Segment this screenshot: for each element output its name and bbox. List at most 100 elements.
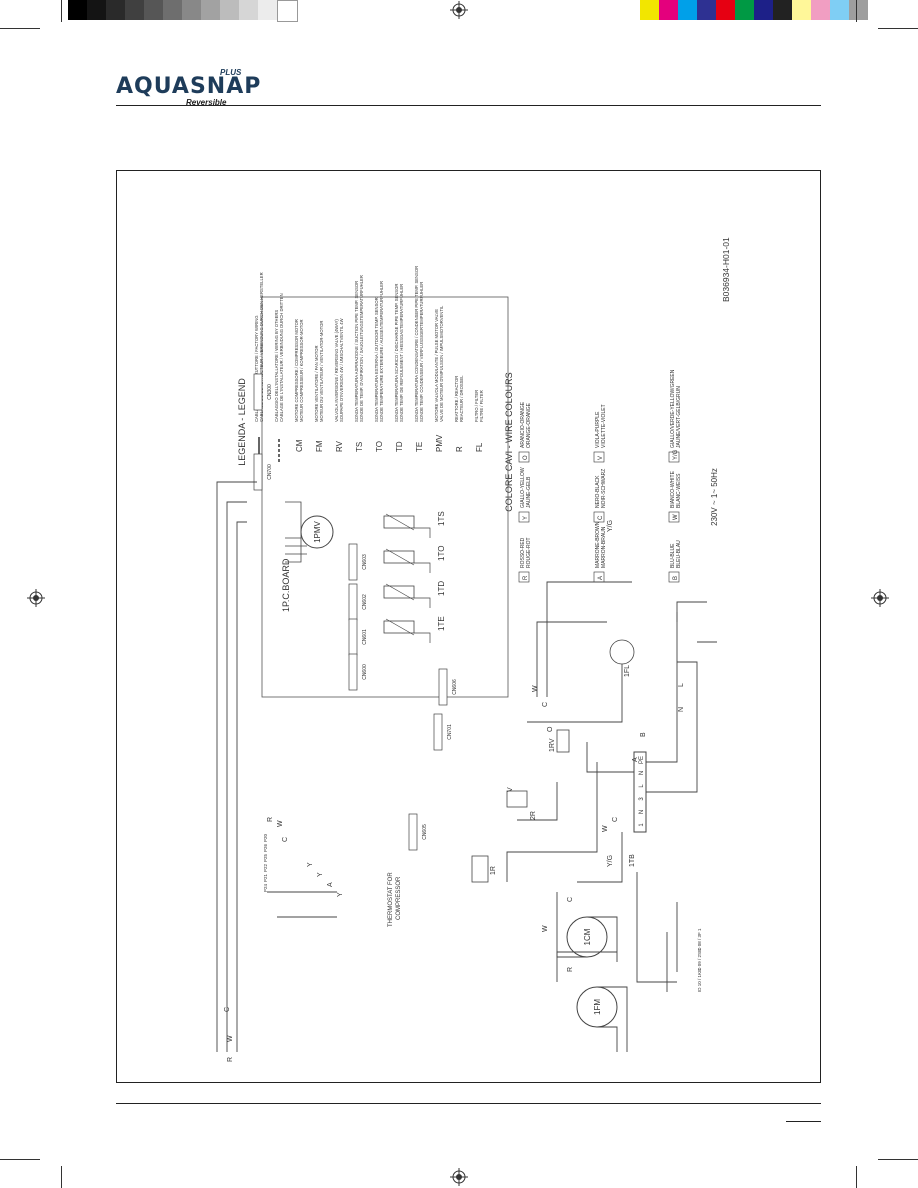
legend-text-line-1: MOTORE COMPRESSORE / COMPRESSOR MOTOR <box>294 319 299 422</box>
trim-mark <box>0 28 40 29</box>
color-swatch <box>697 0 716 20</box>
legend-title: LEGENDA - LEGEND <box>237 378 247 466</box>
legend-symbol: TD <box>395 441 404 452</box>
legend-text-line-1: SONDA TEMPERATURA CONDENSATORE / CONDENS… <box>414 266 419 422</box>
wire-end-label: ID 08 / 3F 1 <box>697 928 702 952</box>
wire-colour-name-1: GIALLO/VERDE-YELLOW/GREEN <box>670 369 676 448</box>
mains-label-group: LN <box>678 683 685 712</box>
legend-text-line-1: SONDA TEMPERATURA SCARICO / DISCHARGE PI… <box>394 284 399 422</box>
color-swatch <box>659 0 678 20</box>
wire-colour-name-2: VIOLETTE-VIOLET <box>601 404 607 448</box>
legend-text-line-1: CABLAGGIO DELL'INSTALLATORE / WIRING BY … <box>274 310 279 422</box>
color-swatch <box>830 0 849 20</box>
legend-text-line-2: SONDE DE TEMP. D'ASPIRATION / SAUGLEITUN… <box>359 275 364 422</box>
sensor-label: 1TE <box>437 616 446 631</box>
wire-colour-name-2: BLEU-BLAU <box>676 540 682 568</box>
wire-colour-letter: C <box>612 817 619 822</box>
aquasnap-logo: AQUASNAP PLUS Reversible <box>116 68 260 107</box>
legend-text-line-2: MOTEUR DU VENTILATEUR / VENTILATOR-MOTOR <box>319 321 324 422</box>
compressor-motor-label: 1CM <box>583 928 592 945</box>
wire-colour-name-1: ROSSO-RED <box>520 537 526 568</box>
wire-colour-letter: V <box>507 787 514 792</box>
legend-symbol: CM <box>295 439 304 452</box>
logo-sub-text: Reversible <box>186 98 227 107</box>
connector-label: CN701 <box>447 724 453 740</box>
wire-colour-letter: R <box>567 967 574 972</box>
wire-colour-name-1: BIANCO-WHITE <box>670 470 676 508</box>
legend-text-line-2: REACTEUR / DROSSEL <box>459 375 464 422</box>
mains-label: L <box>678 683 685 687</box>
terminal-block-label: 1TB <box>629 854 636 867</box>
trim-mark <box>856 1166 857 1188</box>
wiring-diagram-frame <box>116 170 821 1083</box>
wire-colour-letter: A <box>327 882 334 887</box>
gray-swatch <box>106 0 125 20</box>
document-code: B036934-H01-01 <box>721 237 731 302</box>
wire-colour-name-1: VIOLA-PURPLE <box>595 411 601 448</box>
legend-text-line-2: FILTRE / FILTER <box>479 390 484 422</box>
trim-mark <box>878 28 918 29</box>
color-swatch <box>678 0 697 20</box>
filter-1fl-icon <box>609 639 635 665</box>
reversing-valve-label: 1RV <box>549 738 556 752</box>
wire-colour-letter: W <box>277 820 284 827</box>
wire-colour-letter: Y <box>337 892 344 897</box>
legend-text-line-2: SONDE TEMP. DE REFOULEMENT / HEISSGASTEM… <box>399 284 404 422</box>
legend-list: CABLAGGIO DAL COSTRUTTORE / FACTORY WIRI… <box>254 266 484 462</box>
sensor-icon <box>383 515 415 529</box>
wire-colour-name-1: GIALLO-YELLOW <box>520 467 526 508</box>
registration-mark-icon <box>27 589 45 607</box>
relay-2r-label: 2R <box>530 811 537 820</box>
gray-swatch <box>163 0 182 20</box>
wire-colour-code: V <box>598 456 604 460</box>
wire-colour-code: R <box>523 575 529 580</box>
logo-main-text: AQUASNAP <box>116 74 262 99</box>
connector-label: CN606 <box>452 679 458 695</box>
gray-swatch <box>201 0 220 20</box>
trim-mark <box>0 1159 40 1160</box>
trim-mark <box>856 0 857 22</box>
wire-colour-name-2: JAUNE/VERT-GELB/GRUN <box>676 386 682 448</box>
connector-label: CN602 <box>362 594 368 610</box>
legend-text-line-2: SONDE TEMP. CONDENSEUR / VERFLUSSIGERTEM… <box>419 282 424 422</box>
filter-label: 1FL <box>624 665 631 677</box>
wire-colour-code: Y/G <box>673 449 679 460</box>
connector-label: CN605 <box>422 824 428 840</box>
wire-colour-letter: Y/G <box>607 855 614 867</box>
wire-colour-letter: A <box>632 757 639 762</box>
gray-swatch <box>277 0 298 22</box>
terminal-label: N <box>639 771 645 775</box>
wire-network <box>216 481 717 1052</box>
pmv-label: 1PMV <box>313 520 322 542</box>
wire-colour-name-1: MARRONE-BROWN <box>595 521 601 568</box>
mains-label: N <box>678 707 685 712</box>
legend-text-line-1: MOTORE VALVOLA MODULANTE / PULSE MOTOR V… <box>434 309 439 422</box>
connector-label: CN603 <box>362 554 368 570</box>
gray-swatch <box>220 0 239 20</box>
legend-symbol: PMV <box>435 434 444 452</box>
header-rule <box>116 105 821 106</box>
gray-swatch <box>258 0 277 20</box>
color-swatch <box>811 0 830 20</box>
wire-colour-name-1: NERO-BLACK <box>595 475 601 508</box>
wire-colour-name-1: ARANCIO-ORANGE <box>520 401 526 448</box>
legend-text-line-2: MOTEUR COMPRESSEUR / KOMPRESSOR-MOTOR <box>299 319 304 422</box>
legend-text-line-1: VALVOLA INVERSIONE / REVERSING VALVE (4W… <box>334 319 339 422</box>
registration-mark-icon <box>450 1168 468 1186</box>
connector-label: CN601 <box>362 629 368 645</box>
gray-swatch <box>87 0 106 20</box>
sensor-label: 1TO <box>437 546 446 561</box>
wire-colour-code: W <box>673 514 679 520</box>
wire-end-label: ID 10 / 1K 1 <box>697 968 702 992</box>
wire-colour-code: C <box>598 515 604 520</box>
legend-text-line-1: REATTORE / REACTOR <box>454 376 459 422</box>
trim-mark <box>61 1166 62 1188</box>
sensor-label: 1TS <box>437 511 446 526</box>
wire-end-group: ID 10 / 1K 1ID 09 / 2S 1ID 08 / 3F 1 <box>697 928 702 992</box>
wire-colour-letter: Y <box>307 862 314 867</box>
legend-text-line-1: SONDA TEMPERATURA ESTERNA / OUTDOOR TEMP… <box>374 297 379 422</box>
power-supply-label: 230V ~ 1~ 50Hz <box>710 468 719 526</box>
